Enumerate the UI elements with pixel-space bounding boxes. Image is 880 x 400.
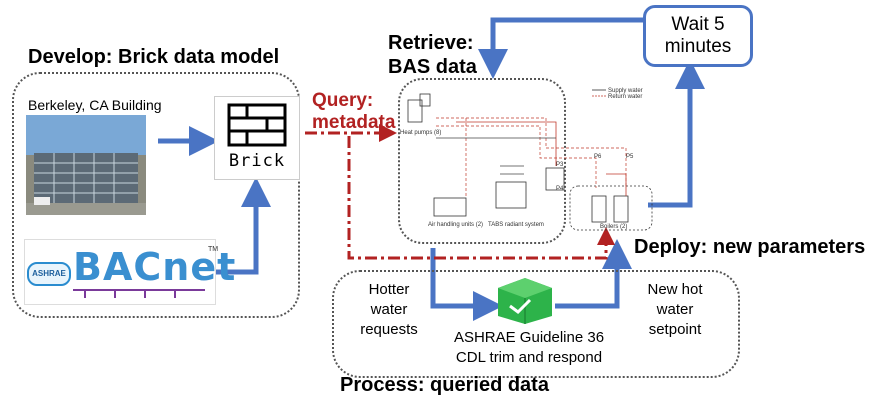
- p4-label: P4: [556, 186, 564, 192]
- process-box: [332, 270, 740, 378]
- develop-box: [12, 72, 300, 318]
- p5-label: P5: [626, 154, 634, 160]
- building-caption: Berkeley, CA Building: [28, 97, 162, 113]
- query-label: Query: metadata: [312, 90, 395, 134]
- p3-label: P3: [556, 162, 564, 168]
- brick-logo: Brick: [214, 96, 300, 180]
- arrow-wait-to-retrieve: [478, 17, 643, 79]
- trademark: TM: [208, 246, 219, 253]
- process-left-line2: water: [370, 301, 408, 318]
- process-center-line2: CDL trim and respond: [455, 349, 603, 366]
- bacnet-logo: ASHRAE BACnet TM: [24, 239, 235, 305]
- develop-title: Develop: Brick data model: [28, 46, 280, 68]
- deploy-title: Deploy: new parameters: [634, 236, 866, 258]
- boilers-label: Boilers (2): [600, 224, 627, 230]
- process-right-line3: setpoint: [648, 321, 702, 338]
- legend-return: Return water: [608, 94, 642, 100]
- heat-pumps-label: Heat pumps (8): [400, 130, 441, 136]
- process-right-line1: New hot: [647, 281, 703, 298]
- query-line2: metadata: [312, 112, 396, 133]
- arrow-boilers-to-wait: [648, 59, 705, 208]
- query-line1: Query:: [312, 90, 374, 111]
- ahu-label: Air handling units (2): [428, 222, 483, 228]
- process-left-line1: Hotter: [368, 281, 410, 298]
- retrieve-box: [398, 78, 566, 244]
- process-left-text: Hotter water requests: [352, 280, 426, 340]
- retrieve-line2: BAS data: [388, 56, 477, 78]
- arrow-bacnet-to-brick: [216, 177, 271, 275]
- ashrae-badge: ASHRAE: [27, 262, 71, 286]
- retrieve-line1: Retrieve:: [388, 32, 474, 54]
- wait-line1: Wait 5: [671, 14, 725, 35]
- process-center-text: ASHRAE Guideline 36 CDL trim and respond: [432, 328, 626, 368]
- bas-schematic: Supply water Return water Heat pumps (8)…: [400, 88, 653, 231]
- process-left-line3: requests: [360, 321, 418, 338]
- process-right-text: New hot water setpoint: [632, 280, 718, 340]
- legend-supply: Supply water: [608, 88, 643, 94]
- package-icon: [498, 278, 552, 324]
- arrow-retrieve-to-process: [430, 248, 503, 321]
- p6-label: P6: [594, 154, 602, 160]
- bacnet-word: BACnet: [73, 245, 237, 289]
- brick-word: Brick: [228, 151, 286, 171]
- process-right-line2: water: [656, 301, 694, 318]
- retrieve-title: Retrieve: BAS data: [388, 31, 477, 79]
- wait-line2: minutes: [664, 36, 732, 57]
- tabs-label: TABS radiant system: [488, 222, 544, 228]
- process-title: Process: queried data: [340, 374, 549, 396]
- process-center-line1: ASHRAE Guideline 36: [453, 329, 605, 346]
- wait-box: Wait 5 minutes: [643, 5, 753, 67]
- building-photo: [26, 115, 146, 215]
